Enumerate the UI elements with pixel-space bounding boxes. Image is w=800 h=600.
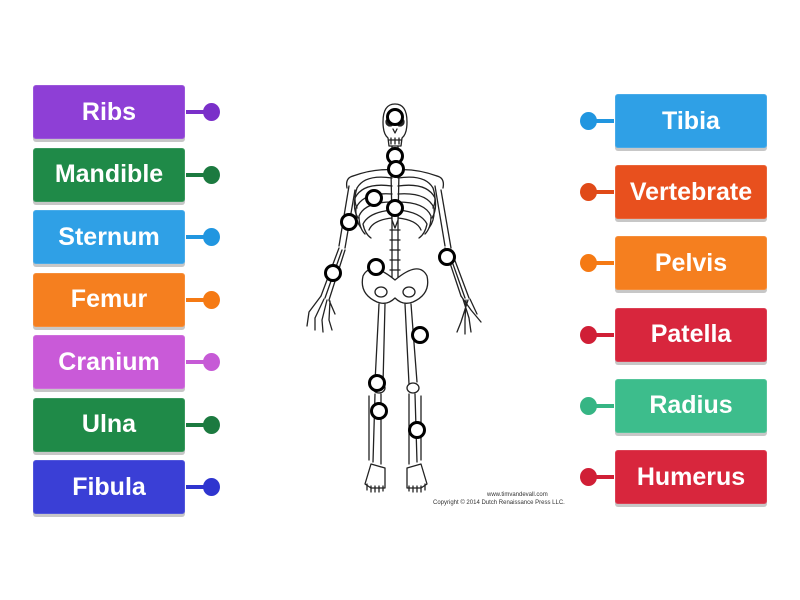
connector-dot[interactable] bbox=[202, 103, 220, 121]
connector-line bbox=[593, 261, 614, 266]
label-text: Mandible bbox=[54, 160, 164, 188]
connector-line bbox=[186, 485, 207, 489]
connector-dot[interactable] bbox=[202, 478, 220, 496]
connector-line bbox=[186, 235, 207, 239]
label-text: Fibula bbox=[72, 472, 146, 501]
connector-dot[interactable] bbox=[580, 396, 598, 415]
target-ulna-point[interactable] bbox=[324, 264, 342, 282]
credit-site: www.timvandevall.com bbox=[487, 492, 548, 498]
target-ribs-point[interactable] bbox=[365, 189, 383, 207]
label-ribs[interactable]: Ribs bbox=[33, 85, 185, 139]
connector-pelvis[interactable] bbox=[580, 253, 614, 273]
skeleton-diagram: www.timvandevall.com Copyright © 2014 Du… bbox=[295, 100, 570, 510]
target-sternum-point[interactable] bbox=[386, 199, 404, 217]
label-fibula[interactable]: Fibula bbox=[33, 460, 185, 514]
label-text: Ribs bbox=[81, 97, 137, 126]
connector-radius[interactable] bbox=[580, 396, 614, 416]
connector-ribs[interactable] bbox=[186, 102, 220, 122]
connector-line bbox=[186, 110, 207, 114]
connector-cranium[interactable] bbox=[186, 352, 220, 372]
target-tibia-point[interactable] bbox=[408, 421, 426, 439]
target-radius-point[interactable] bbox=[438, 248, 456, 266]
connector-line bbox=[593, 332, 614, 337]
label-text: Tibia bbox=[662, 106, 720, 135]
connector-humerus[interactable] bbox=[580, 467, 614, 487]
connector-fibula[interactable] bbox=[186, 477, 220, 497]
target-humerus-point[interactable] bbox=[340, 213, 358, 231]
connector-femur[interactable] bbox=[186, 290, 220, 310]
connector-ulna[interactable] bbox=[186, 415, 220, 435]
label-text: Pelvis bbox=[654, 248, 728, 277]
label-radius[interactable]: Radius bbox=[615, 378, 767, 433]
label-vertebrate[interactable]: Vertebrate bbox=[615, 165, 767, 220]
target-femur-point[interactable] bbox=[411, 326, 429, 344]
label-text: Radius bbox=[649, 391, 733, 420]
connector-line bbox=[593, 119, 614, 123]
target-patella-point[interactable] bbox=[368, 374, 386, 392]
label-tibia[interactable]: Tibia bbox=[615, 94, 767, 148]
connector-patella[interactable] bbox=[580, 325, 614, 345]
label-text: Femur bbox=[70, 285, 148, 313]
connector-line bbox=[186, 422, 207, 427]
label-ulna[interactable]: Ulna bbox=[33, 397, 185, 452]
connector-dot[interactable] bbox=[202, 228, 220, 246]
credit-copyright: Copyright © 2014 Dutch Renaissance Press… bbox=[433, 500, 565, 506]
connector-dot[interactable] bbox=[580, 183, 598, 202]
label-text: Sternum bbox=[58, 222, 160, 251]
connector-mandible[interactable] bbox=[186, 165, 220, 185]
skeleton-illustration bbox=[306, 103, 482, 493]
connector-line bbox=[186, 360, 207, 364]
connector-line bbox=[593, 403, 614, 408]
label-patella[interactable]: Patella bbox=[615, 307, 767, 362]
connector-tibia[interactable] bbox=[580, 111, 614, 131]
label-text: Humerus bbox=[636, 462, 746, 491]
label-femur[interactable]: Femur bbox=[33, 272, 185, 327]
label-text: Ulna bbox=[81, 410, 137, 438]
connector-dot[interactable] bbox=[202, 165, 220, 184]
target-fibula-point[interactable] bbox=[370, 402, 388, 420]
connector-line bbox=[593, 475, 614, 479]
connector-dot[interactable] bbox=[202, 290, 220, 309]
connector-dot[interactable] bbox=[202, 353, 220, 371]
connector-line bbox=[186, 297, 207, 302]
label-text: Cranium bbox=[58, 347, 160, 376]
label-pelvis[interactable]: Pelvis bbox=[615, 236, 767, 291]
connector-dot[interactable] bbox=[580, 254, 598, 273]
target-pelvis-point[interactable] bbox=[367, 258, 385, 276]
connector-vertebrate[interactable] bbox=[580, 182, 614, 202]
target-vertebrae-point[interactable] bbox=[387, 160, 405, 178]
connector-dot[interactable] bbox=[580, 468, 598, 486]
connector-sternum[interactable] bbox=[186, 227, 220, 247]
connector-line bbox=[593, 190, 614, 195]
connector-dot[interactable] bbox=[202, 415, 220, 434]
label-sternum[interactable]: Sternum bbox=[33, 210, 185, 264]
connector-line bbox=[186, 172, 207, 177]
label-text: Vertebrate bbox=[629, 177, 753, 206]
label-text: Patella bbox=[650, 320, 732, 349]
connector-dot[interactable] bbox=[580, 112, 598, 130]
label-cranium[interactable]: Cranium bbox=[33, 335, 185, 389]
label-mandible[interactable]: Mandible bbox=[33, 147, 185, 202]
connector-dot[interactable] bbox=[580, 325, 598, 344]
label-humerus[interactable]: Humerus bbox=[615, 450, 767, 504]
target-cranium-point[interactable] bbox=[386, 108, 404, 126]
